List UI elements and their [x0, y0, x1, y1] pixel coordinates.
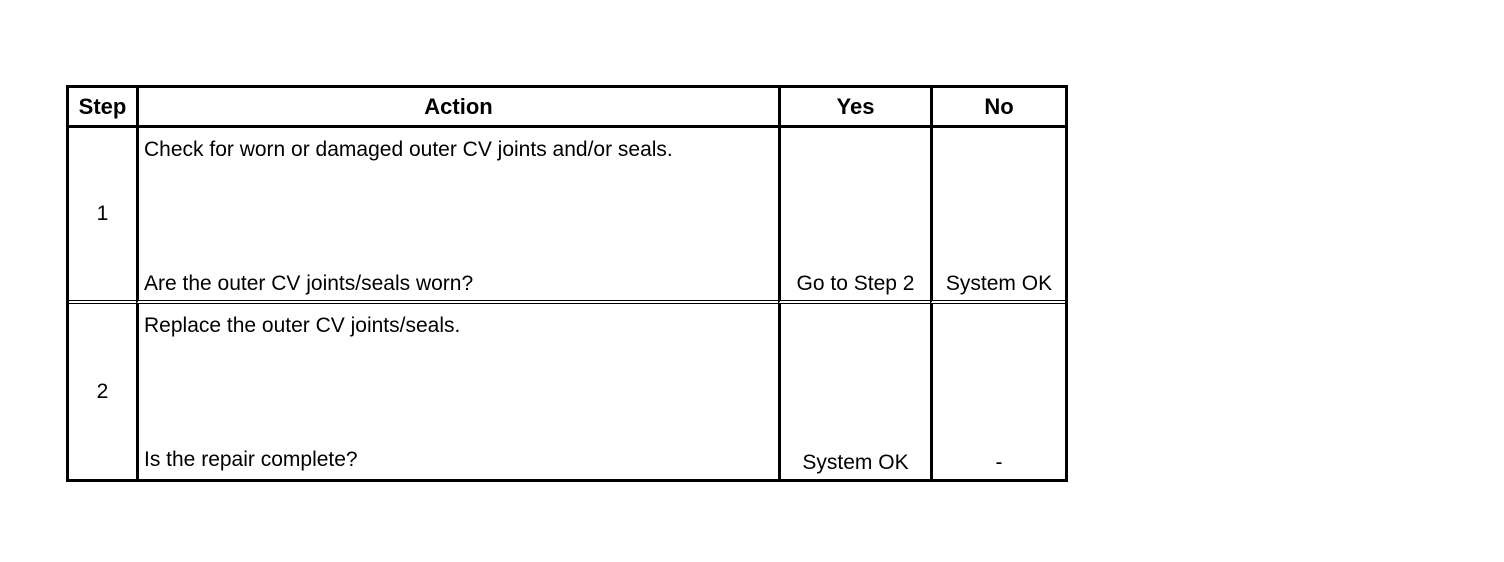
action-cell: Check for worn or damaged outer CV joint…: [136, 128, 778, 304]
header-no: No: [930, 88, 1065, 128]
table-row: 1 Check for worn or damaged outer CV joi…: [69, 128, 1065, 304]
step-number: 2: [96, 379, 109, 403]
action-text: Replace the outer CV joints/seals.: [144, 314, 461, 337]
action-text: Check for worn or damaged outer CV joint…: [144, 138, 673, 161]
question-text: Are the outer CV joints/seals worn?: [144, 272, 474, 295]
yes-result: System OK: [778, 304, 930, 479]
table-header-row: Step Action Yes No: [69, 88, 1065, 128]
step-number: 1: [69, 128, 136, 304]
no-result: -: [930, 304, 1065, 479]
action-cell: Replace the outer CV joints/seals. Is th…: [136, 304, 778, 479]
yes-result: Go to Step 2: [778, 128, 930, 304]
diagnostic-table: Step Action Yes No 1 Check for worn or d…: [66, 85, 1068, 482]
question-text: Is the repair complete?: [144, 448, 358, 471]
no-result: System OK: [930, 128, 1065, 304]
header-step: Step: [69, 88, 136, 128]
header-yes: Yes: [778, 88, 930, 128]
header-action: Action: [136, 88, 778, 128]
table-row: 2 Replace the outer CV joints/seals. Is …: [69, 304, 1065, 479]
